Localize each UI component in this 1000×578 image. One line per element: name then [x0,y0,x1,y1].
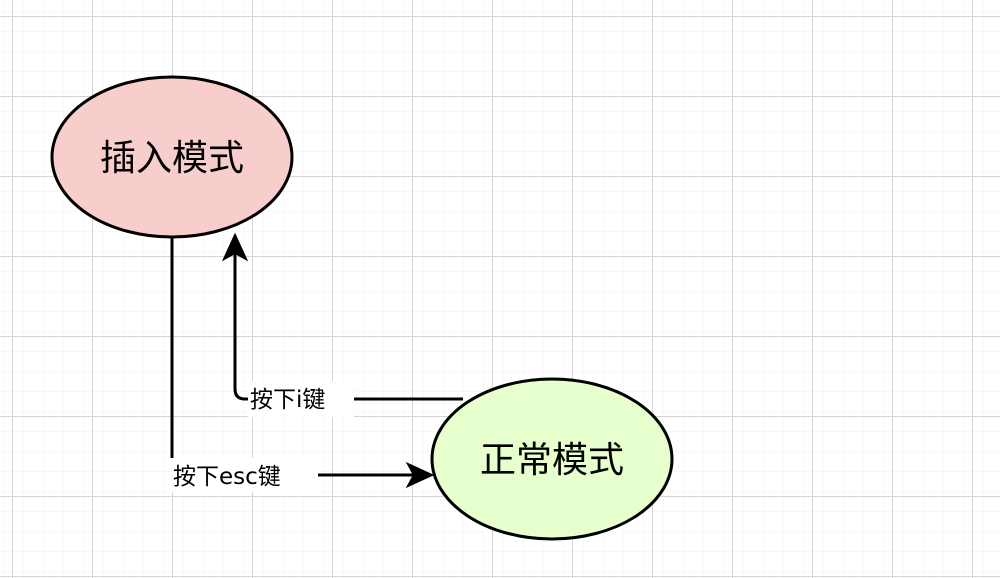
node-normal-mode[interactable]: 正常模式 [430,377,674,541]
edge-i[interactable]: 按下i键 [221,232,463,417]
node-insert-mode[interactable]: 插入模式 [50,75,294,239]
node-label-insert-mode: 插入模式 [100,138,244,179]
node-label-normal-mode: 正常模式 [480,440,624,481]
edge-label-esc: 按下esc键 [173,464,281,490]
arrowhead-icon [221,232,249,262]
edge-esc[interactable]: 按下esc键 [170,237,435,492]
arrowhead-icon [405,461,435,489]
edge-label-i: 按下i键 [250,387,325,413]
